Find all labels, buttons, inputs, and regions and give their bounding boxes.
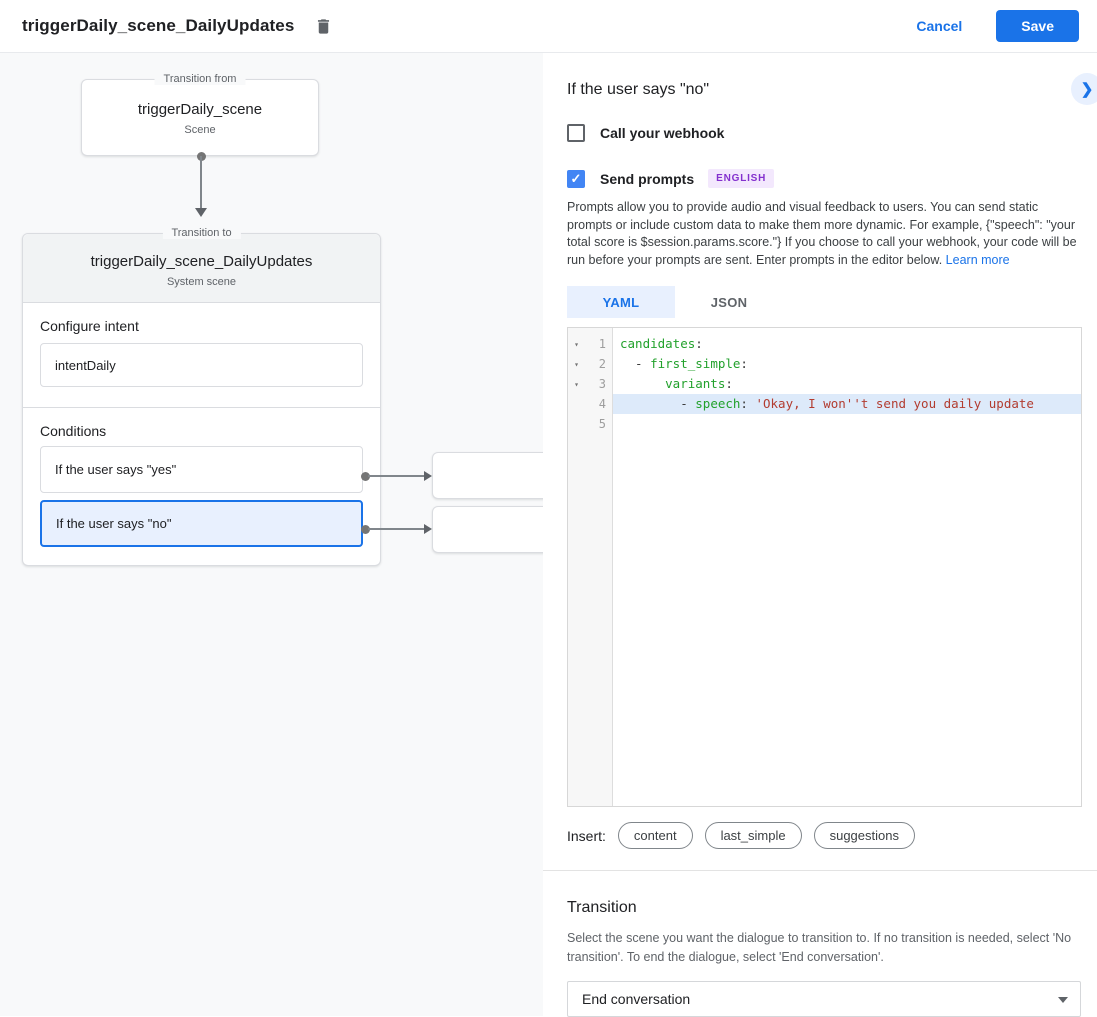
delete-button[interactable]	[312, 14, 335, 39]
node-divider	[23, 407, 380, 408]
page-title: triggerDaily_scene_DailyUpdates	[22, 16, 295, 35]
transition-description: Select the scene you want the dialogue t…	[567, 931, 1072, 965]
tab-json[interactable]: JSON	[710, 294, 748, 310]
line-number: 2	[598, 357, 606, 372]
webhook-checkbox[interactable]	[567, 124, 585, 142]
section-divider	[543, 870, 1097, 872]
connector-dot	[361, 525, 370, 534]
condition-item-no[interactable]: If the user says "no"	[40, 500, 363, 547]
to-scene-name: triggerDaily_scene_DailyUpdates	[90, 252, 313, 270]
save-button[interactable]: Save	[996, 10, 1079, 42]
connector-line	[368, 528, 425, 530]
line-number: 1	[598, 337, 606, 352]
editor-code-area[interactable]: candidates: - first_simple: variants: - …	[613, 328, 1081, 806]
fold-toggle-icon[interactable]: ▾	[574, 379, 579, 389]
line-number: 5	[598, 417, 606, 432]
send-prompts-checkbox[interactable]: ✓	[567, 169, 585, 188]
line-number: 3	[598, 377, 606, 392]
line-number: 4	[598, 397, 606, 412]
insert-content-chip[interactable]: content	[617, 822, 693, 850]
condition-item-yes[interactable]: If the user says "yes"	[40, 446, 363, 493]
dropdown-caret-icon	[1058, 997, 1068, 1004]
transition-from-legend: Transition from	[154, 73, 246, 85]
connector-arrowhead-icon	[424, 524, 432, 534]
condition-label: If the user says "no"	[56, 516, 172, 531]
scene-diagram-canvas: Transition from triggerDaily_scene Scene…	[0, 53, 543, 1016]
intent-name: intentDaily	[55, 357, 116, 373]
fold-toggle-icon[interactable]: ▾	[574, 339, 579, 349]
transition-section-title: Transition	[567, 899, 637, 917]
conditions-label: Conditions	[40, 423, 107, 439]
editor-gutter: ▾ 1 ▾ 2 ▾ 3 4 5	[568, 328, 613, 807]
code-line-highlighted: - speech: 'Okay, I won''t send you daily…	[613, 394, 1081, 415]
fold-toggle-icon[interactable]: ▾	[574, 359, 579, 369]
connector-line	[368, 475, 425, 477]
code-line	[613, 414, 1081, 434]
cancel-button[interactable]: Cancel	[910, 17, 968, 35]
trash-icon	[314, 16, 333, 37]
from-scene-type: Scene	[184, 124, 216, 136]
code-line: - first_simple:	[620, 356, 748, 372]
app-header: triggerDaily_scene_DailyUpdates Cancel S…	[0, 0, 1097, 53]
transition-from-node[interactable]: Transition from triggerDaily_scene Scene	[81, 73, 319, 156]
configure-intent-label: Configure intent	[40, 318, 139, 334]
send-prompts-label: Send prompts	[600, 170, 695, 187]
prompts-description: Prompts allow you to provide audio and v…	[567, 200, 1077, 267]
connector-dot	[361, 472, 370, 481]
code-line: variants:	[665, 376, 733, 392]
checkmark-icon: ✓	[570, 170, 582, 186]
insert-last-simple-chip[interactable]: last_simple	[704, 822, 802, 850]
insert-toolbar: Insert: content last_simple suggestions	[567, 822, 1097, 850]
connector-line	[200, 156, 202, 208]
chevron-right-icon: ❯	[1080, 81, 1094, 98]
transition-target-node[interactable]	[432, 452, 543, 499]
language-badge: ENGLISH	[708, 169, 775, 188]
condition-detail-panel: ❯ If the user says "no" Call your webhoo…	[543, 53, 1097, 1017]
connector-arrowhead-icon	[424, 471, 432, 481]
transition-selected-value: End conversation	[582, 991, 691, 1008]
to-scene-type: System scene	[166, 275, 237, 288]
intent-item[interactable]: intentDaily	[40, 343, 363, 387]
from-scene-name: triggerDaily_scene	[137, 101, 263, 118]
insert-label: Insert:	[567, 827, 606, 844]
header-actions: Cancel Save	[910, 10, 1079, 42]
tab-yaml[interactable]: YAML	[567, 286, 675, 319]
transition-select[interactable]: End conversation	[567, 981, 1081, 1017]
transition-target-node[interactable]	[432, 506, 543, 553]
condition-label: If the user says "yes"	[55, 462, 177, 477]
collapse-panel-button[interactable]: ❯	[1071, 73, 1097, 105]
transition-to-node: Transition to triggerDaily_scene_DailyUp…	[22, 227, 381, 566]
scene-node-header[interactable]: triggerDaily_scene_DailyUpdates System s…	[23, 234, 380, 303]
webhook-label: Call your webhook	[600, 125, 725, 141]
insert-suggestions-chip[interactable]: suggestions	[813, 822, 915, 850]
panel-title: If the user says "no"	[567, 81, 710, 98]
editor-format-tabs: YAML JSON	[567, 286, 1097, 319]
main-area: Transition from triggerDaily_scene Scene…	[0, 53, 1097, 1017]
transition-to-legend: Transition to	[162, 227, 241, 239]
connector-arrowhead-icon	[195, 208, 207, 217]
yaml-code-editor[interactable]: ▾ 1 ▾ 2 ▾ 3 4 5	[567, 327, 1082, 808]
learn-more-link[interactable]: Learn more	[945, 252, 1010, 267]
code-line: candidates:	[620, 336, 703, 352]
